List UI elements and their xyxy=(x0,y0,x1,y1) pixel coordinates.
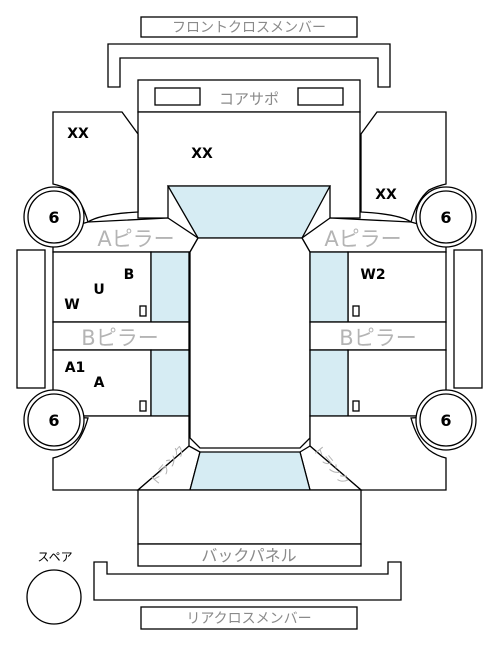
front-left-door-code-b: B xyxy=(124,267,135,283)
hood-code: XX xyxy=(191,146,213,162)
rear-left-door-handle xyxy=(139,400,147,412)
b-pillar-right-label: Bピラー xyxy=(339,326,416,350)
tire-rear-left-code: 6 xyxy=(48,411,59,430)
front-left-fender-code: XX xyxy=(67,126,89,142)
front-right-door-code: W2 xyxy=(360,267,385,283)
a-pillar-left-label: Aピラー xyxy=(97,227,174,251)
tire-front-left[interactable]: 6 xyxy=(23,186,85,248)
b-pillar-right[interactable] xyxy=(309,321,447,351)
rear-left-quarter-panel[interactable] xyxy=(52,415,190,491)
front-right-door-glass[interactable] xyxy=(309,251,349,323)
spare-label: スペア xyxy=(37,550,72,564)
b-pillar-left[interactable] xyxy=(52,321,190,351)
roof[interactable] xyxy=(189,237,311,449)
left-side-step[interactable] xyxy=(16,249,46,389)
front-left-door-handle xyxy=(139,305,147,317)
core-support-label: コアサポ xyxy=(219,90,279,108)
front-right-door-handle xyxy=(352,305,360,317)
front-cross-member[interactable] xyxy=(140,16,358,38)
tire-front-right[interactable]: 6 xyxy=(415,186,477,248)
front-left-door-code-u: U xyxy=(93,282,104,298)
tire-front-left-code: 6 xyxy=(48,208,59,227)
spare-tire[interactable] xyxy=(26,569,82,625)
rear-right-door-glass[interactable] xyxy=(309,349,349,417)
front-right-door[interactable] xyxy=(347,251,447,323)
tire-front-right-code: 6 xyxy=(440,208,451,227)
front-left-door-glass[interactable] xyxy=(150,251,190,323)
rear-cross-member[interactable] xyxy=(140,606,358,630)
front-bumper[interactable] xyxy=(107,43,391,88)
back-panel-label: バックパネル xyxy=(201,546,296,565)
windshield[interactable] xyxy=(166,185,332,239)
rear-right-door-handle xyxy=(352,400,360,412)
tire-rear-right-code: 6 xyxy=(440,411,451,430)
rear-left-door-code-a: A xyxy=(94,375,105,391)
core-support-left-slot xyxy=(154,87,201,106)
rear-bumper[interactable] xyxy=(93,561,402,601)
rear-left-door-glass[interactable] xyxy=(150,349,190,417)
front-right-fender[interactable] xyxy=(360,111,447,224)
rear-left-door-code-a1: A1 xyxy=(65,360,86,376)
front-cross-member-label: フロントクロスメンバー xyxy=(172,20,326,36)
front-right-fender-code: XX xyxy=(375,187,397,203)
tire-rear-left[interactable]: 6 xyxy=(23,389,85,451)
core-support-right-slot xyxy=(297,87,344,106)
trunk-lid[interactable] xyxy=(137,489,362,545)
back-panel[interactable] xyxy=(137,543,362,567)
rear-right-quarter-panel[interactable] xyxy=(309,415,447,491)
a-pillar-right-label: Aピラー xyxy=(324,227,401,251)
front-left-door-code-w: W xyxy=(64,297,79,313)
right-side-step[interactable] xyxy=(453,249,483,389)
rear-window[interactable] xyxy=(189,451,311,491)
rear-cross-member-label: リアクロスメンバー xyxy=(186,611,311,627)
tire-rear-right[interactable]: 6 xyxy=(415,389,477,451)
b-pillar-left-label: Bピラー xyxy=(81,326,158,350)
